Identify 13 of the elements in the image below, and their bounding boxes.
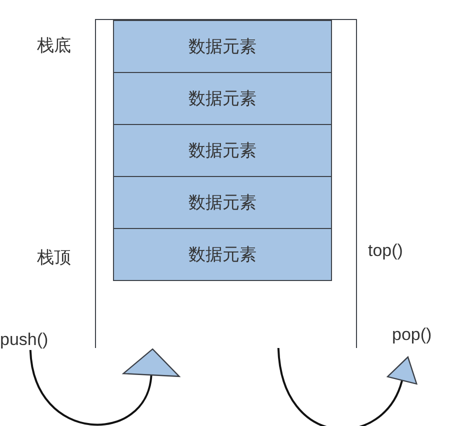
stack-container bbox=[95, 19, 357, 348]
curved-arrow bbox=[277, 348, 417, 426]
data-element-box: 数据元素 bbox=[113, 20, 332, 73]
top-label: 栈顶 bbox=[37, 248, 71, 268]
data-element-box: 数据元素 bbox=[113, 176, 332, 229]
data-element-box: 数据元素 bbox=[113, 228, 332, 281]
bottom-label: 栈底 bbox=[37, 36, 71, 56]
curved-arrow bbox=[29, 348, 180, 426]
operation-label: top() bbox=[368, 241, 403, 261]
operation-label: pop() bbox=[392, 325, 432, 345]
data-element-box: 数据元素 bbox=[113, 124, 332, 177]
operation-label: push() bbox=[0, 330, 48, 350]
data-element-box: 数据元素 bbox=[113, 72, 332, 125]
